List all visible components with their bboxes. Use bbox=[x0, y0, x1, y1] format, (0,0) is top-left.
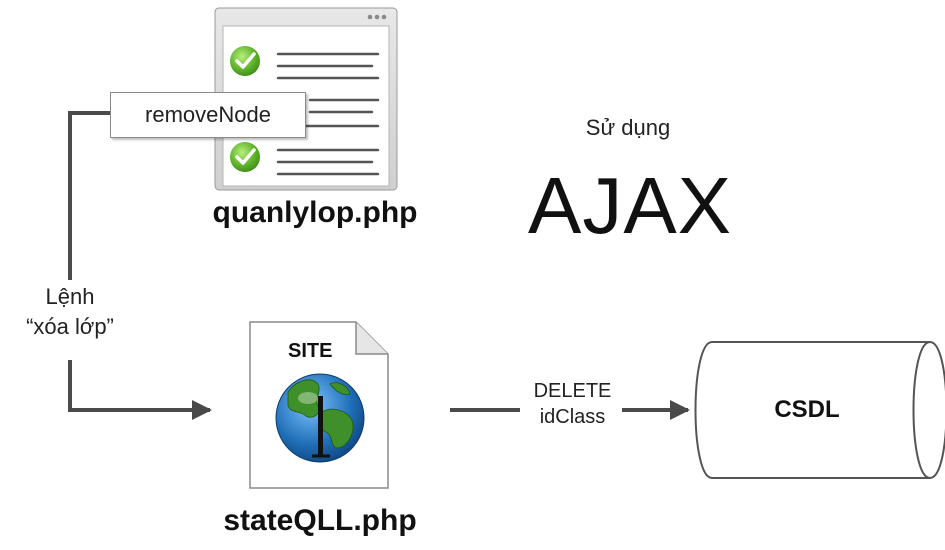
command-label-line2: “xóa lớp” bbox=[26, 314, 114, 339]
ajax-title: AJAX bbox=[527, 161, 733, 250]
globe-icon bbox=[275, 373, 365, 463]
site-badge: SITE bbox=[288, 340, 333, 362]
cylinder-icon bbox=[694, 341, 945, 479]
site-document-icon bbox=[249, 321, 389, 489]
delete-label-line2: idClass bbox=[539, 406, 606, 428]
remove-node-label: removeNode bbox=[145, 102, 271, 127]
delete-label-line1: DELETE bbox=[533, 380, 612, 402]
command-label-line1: Lệnh bbox=[45, 284, 95, 309]
stateqll-filename: stateQLL.php bbox=[223, 504, 417, 537]
command-connector bbox=[68, 111, 212, 420]
command-label: Lệnh “xóa lớp” bbox=[0, 282, 140, 342]
remove-node-callout: removeNode bbox=[110, 92, 306, 138]
window-dots-icon bbox=[367, 14, 387, 20]
ajax-subtitle: Sử dụng bbox=[585, 115, 671, 140]
quanlylop-filename: quanlylop.php bbox=[212, 196, 418, 229]
delete-label: DELETE idClass bbox=[510, 378, 635, 430]
green-check-icon bbox=[230, 46, 260, 76]
csdl-label: CSDL bbox=[774, 396, 840, 423]
green-check-icon bbox=[230, 142, 260, 172]
